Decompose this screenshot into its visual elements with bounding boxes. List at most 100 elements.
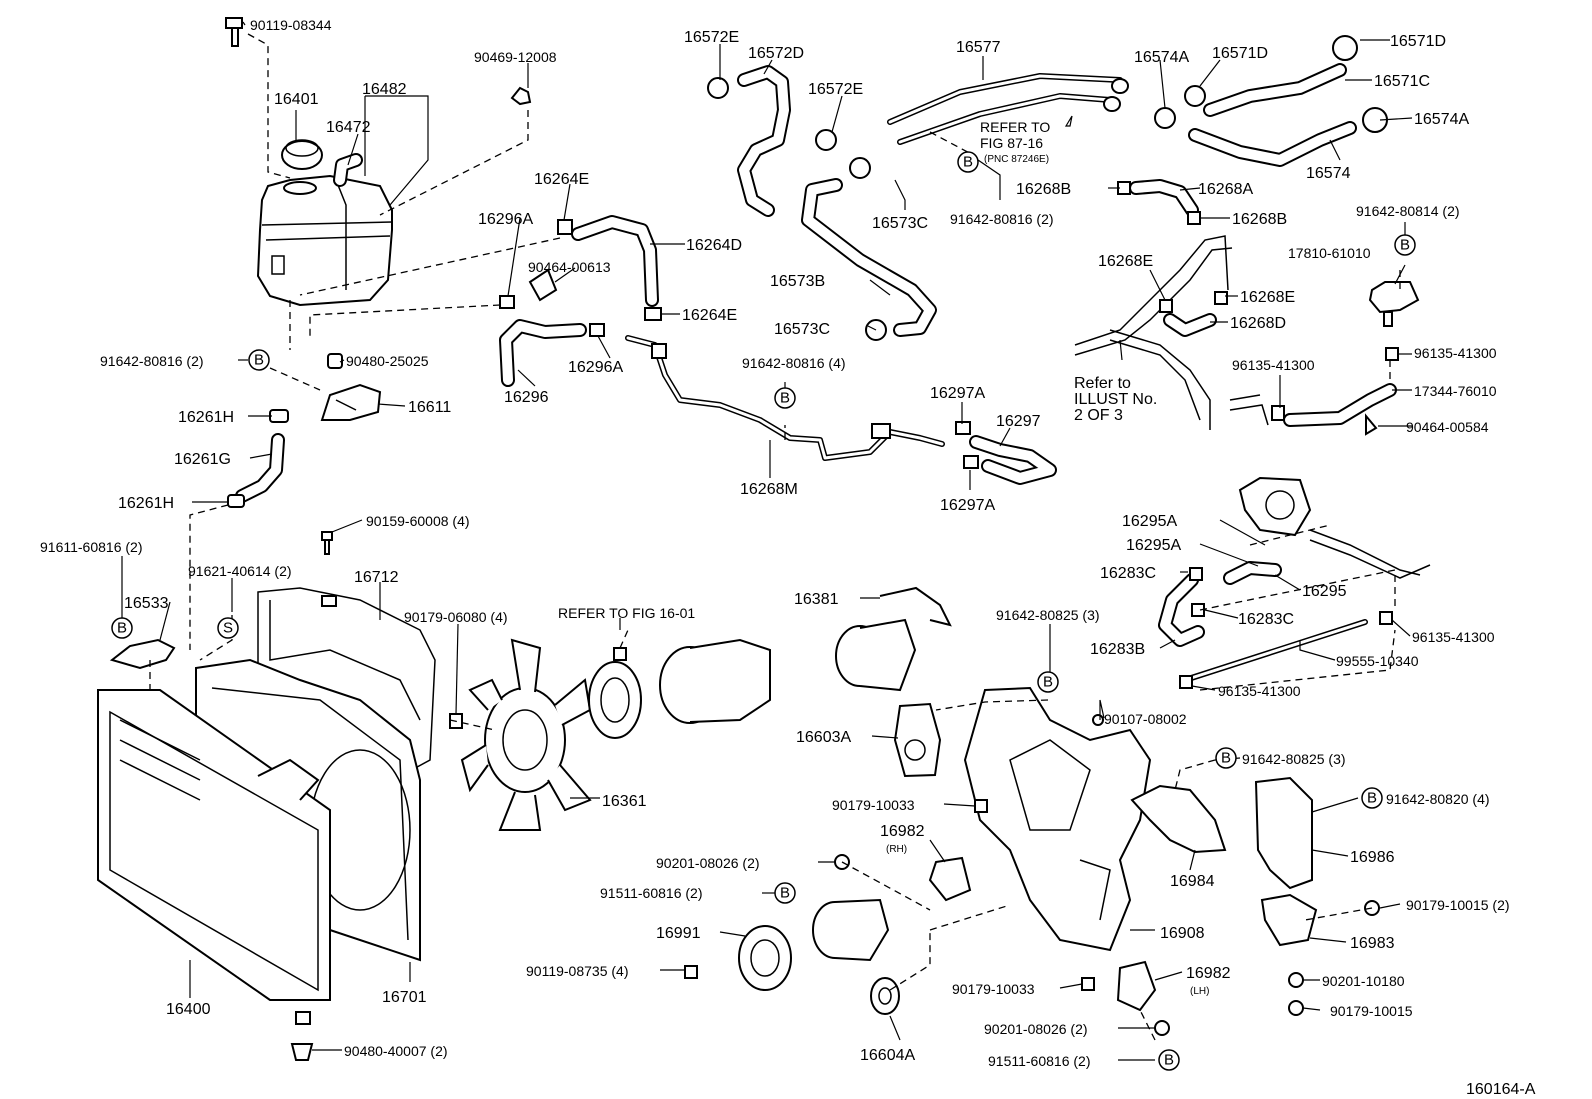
label-16297: 16297 [996, 413, 1041, 430]
label-16264e-bottom: 16264E [682, 307, 737, 324]
label-16261h-bottom: 16261H [118, 495, 174, 512]
label-16261h-top: 16261H [178, 409, 234, 426]
water-pump-16381 [835, 586, 952, 692]
label-16603a: 16603A [796, 729, 851, 746]
hose-16268a [1117, 179, 1201, 225]
clamp-16571d [1332, 35, 1358, 61]
svg-text:B: B [1164, 1052, 1174, 1069]
label-rh: (RH) [886, 844, 907, 855]
label-17810-61010: 17810-61010 [1288, 245, 1371, 261]
svg-text:B: B [1367, 790, 1377, 807]
refer-illust-line3: 2 OF 3 [1074, 407, 1123, 424]
leader-lines [121, 21, 1413, 1061]
label-91611-60816: 91611-60816 (2) [40, 539, 142, 555]
label-90179-06080: 90179-06080 (4) [404, 609, 508, 625]
refer-fig87-line3: (PNC 87246E) [984, 154, 1049, 165]
svg-text:B: B [1400, 237, 1410, 254]
label-16297a-top: 16297A [930, 385, 985, 402]
bracket-16984 [1130, 784, 1227, 854]
label-16264d: 16264D [686, 237, 742, 254]
radiator-16400 [97, 689, 331, 1025]
label-16982-lh: 16982 [1186, 965, 1231, 982]
water-pump-16603a [893, 702, 942, 778]
label-16268e-left: 16268E [1098, 253, 1153, 270]
bracket-16983 [1260, 893, 1318, 947]
b-symbol-vsv: B [1394, 234, 1416, 256]
clamp-16571d-left [1184, 85, 1206, 107]
clamp-16261h-upper [269, 409, 289, 423]
s-symbol-shroud: S [217, 617, 239, 639]
vsv-17810-61010 [1368, 281, 1420, 327]
label-16296a-bottom: 16296A [568, 359, 623, 376]
label-16296a-top: 16296A [478, 211, 533, 228]
label-16361: 16361 [602, 793, 647, 810]
b-symbol-16982lh: B [1158, 1049, 1180, 1071]
label-90201-10180: 90201-10180 [1322, 973, 1405, 989]
label-90107-08002: 90107-08002 [1104, 711, 1187, 727]
pipe-16268m [625, 335, 945, 461]
label-16283b: 16283B [1090, 641, 1145, 658]
label-91642-80825-right: 91642-80825 (3) [1242, 751, 1346, 767]
label-16295a-bottom: 16295A [1126, 537, 1181, 554]
label-16268b-left: 16268B [1016, 181, 1071, 198]
label-16983: 16983 [1350, 935, 1395, 952]
label-16472: 16472 [326, 119, 371, 136]
label-16533: 16533 [124, 595, 169, 612]
fluid-coupling [588, 638, 771, 739]
hose-16264d [571, 215, 659, 307]
clamp-16261h-lower [227, 494, 245, 508]
pulley-16604a [870, 977, 900, 1015]
label-17344-76010: 17344-76010 [1414, 383, 1497, 399]
bolt-90119-08735 [684, 965, 698, 979]
fan-16361 [460, 638, 592, 831]
label-16571d-mid: 16571D [1212, 45, 1268, 62]
bolt-90119-08344 [225, 17, 243, 47]
label-91642-80816-4: 91642-80816 (4) [742, 355, 846, 371]
b-symbol-bracket: B [1037, 671, 1059, 693]
label-16908: 16908 [1160, 925, 1205, 942]
refer-fig87-line1: REFER TO [980, 119, 1050, 135]
label-16574: 16574 [1306, 165, 1351, 182]
b-symbol-16991: B [774, 882, 796, 904]
reserve-tank-16472 [256, 174, 393, 307]
label-96135-41300-right: 96135-41300 [1412, 629, 1495, 645]
label-16283c-right: 16283C [1238, 611, 1294, 628]
bracket-16611 [320, 383, 382, 421]
b-symbol-16986: B [1361, 787, 1383, 809]
label-16984: 16984 [1170, 873, 1215, 890]
clip-90464-00613 [528, 268, 558, 302]
bracket-16533 [109, 638, 176, 670]
label-16701: 16701 [382, 989, 427, 1006]
hose-16268d [1163, 313, 1217, 337]
hose-16283b [1158, 573, 1205, 647]
svg-text:S: S [223, 620, 233, 637]
pulley-16991 [738, 898, 890, 991]
label-16268b-right: 16268B [1232, 211, 1287, 228]
label-91642-80816-left: 91642-80816 (2) [100, 353, 204, 369]
label-96135-41300-mid: 96135-41300 [1232, 357, 1315, 373]
label-90480-25025: 90480-25025 [346, 353, 429, 369]
heater-pipe-16577 [887, 73, 1129, 145]
hose-16295 [1223, 529, 1431, 585]
label-99555-10340: 99555-10340 [1336, 653, 1419, 669]
clip-90469-12008 [510, 86, 532, 106]
clamp-16572e [707, 77, 837, 151]
refer-fig87-line2: FIG 87-16 [980, 135, 1043, 151]
svg-text:B: B [1221, 750, 1231, 767]
label-90179-10015-bottom: 90179-10015 [1330, 1003, 1413, 1019]
label-96135-41300-bottom: 96135-41300 [1218, 683, 1301, 699]
label-16572e-mid: 16572E [808, 81, 863, 98]
assembly-dashed-lines [149, 33, 1401, 1041]
label-16401: 16401 [274, 91, 319, 108]
label-16295a-top: 16295A [1122, 513, 1177, 530]
tank-cap-16401 [281, 139, 323, 170]
symbol-circles: B B B B B S B B B B B [111, 151, 1416, 1071]
cover-16986 [1254, 776, 1313, 890]
label-91642-80820: 91642-80820 (4) [1386, 791, 1490, 807]
label-90179-10033-bottom: 90179-10033 [952, 981, 1035, 997]
svg-text:B: B [780, 885, 790, 902]
small-parts [834, 714, 1380, 1036]
label-16577: 16577 [956, 39, 1001, 56]
label-16268m: 16268M [740, 481, 798, 498]
svg-text:B: B [254, 352, 264, 369]
